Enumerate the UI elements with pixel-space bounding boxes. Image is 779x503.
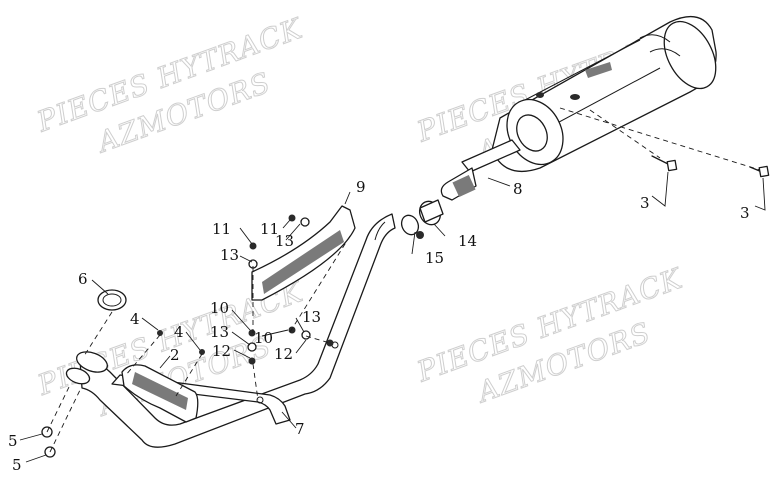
gasket-6	[97, 289, 127, 311]
leader-lines	[19, 171, 766, 463]
callout-7: 7	[295, 420, 305, 438]
callout-13-a: 13	[220, 246, 239, 264]
callout-12-a: 12	[212, 342, 231, 360]
callout-11-b: 11	[260, 220, 279, 238]
callout-9: 9	[356, 178, 366, 196]
callout-8: 8	[513, 180, 523, 198]
callout-11-a: 11	[212, 220, 231, 238]
callout-2: 2	[170, 346, 180, 364]
bolt-3-a	[651, 155, 678, 172]
callout-14: 14	[458, 232, 477, 250]
callout-4-a: 4	[130, 310, 140, 328]
gasket-15	[400, 214, 424, 239]
callout-13-b: 13	[275, 232, 294, 250]
callout-15: 15	[425, 249, 444, 267]
callout-10-a: 10	[210, 299, 229, 317]
clamp-14	[418, 199, 444, 226]
bolt-3-b	[749, 165, 770, 178]
callout-6: 6	[78, 270, 88, 288]
callout-3-a: 3	[640, 194, 650, 212]
heat-shield-9	[251, 205, 356, 301]
callout-5-b: 5	[12, 456, 22, 474]
callout-labels: 3 3 8 9 11 11 13 13 14 15 6 4 4 10 13 10…	[8, 178, 750, 474]
watermark-bottom-right: PIECES HYTRACK AZMOTORS	[411, 261, 688, 410]
callout-10-b: 10	[254, 329, 273, 347]
callout-12-b: 12	[274, 345, 293, 363]
callout-4-b: 4	[174, 323, 184, 341]
watermark-top-left: PIECES HYTRACK AZMOTORS	[31, 11, 308, 160]
callout-13-c: 13	[210, 323, 229, 341]
callout-13-d: 13	[302, 308, 321, 326]
callout-5-a: 5	[8, 432, 18, 450]
muffler	[440, 15, 717, 201]
callout-3-b: 3	[740, 204, 750, 222]
